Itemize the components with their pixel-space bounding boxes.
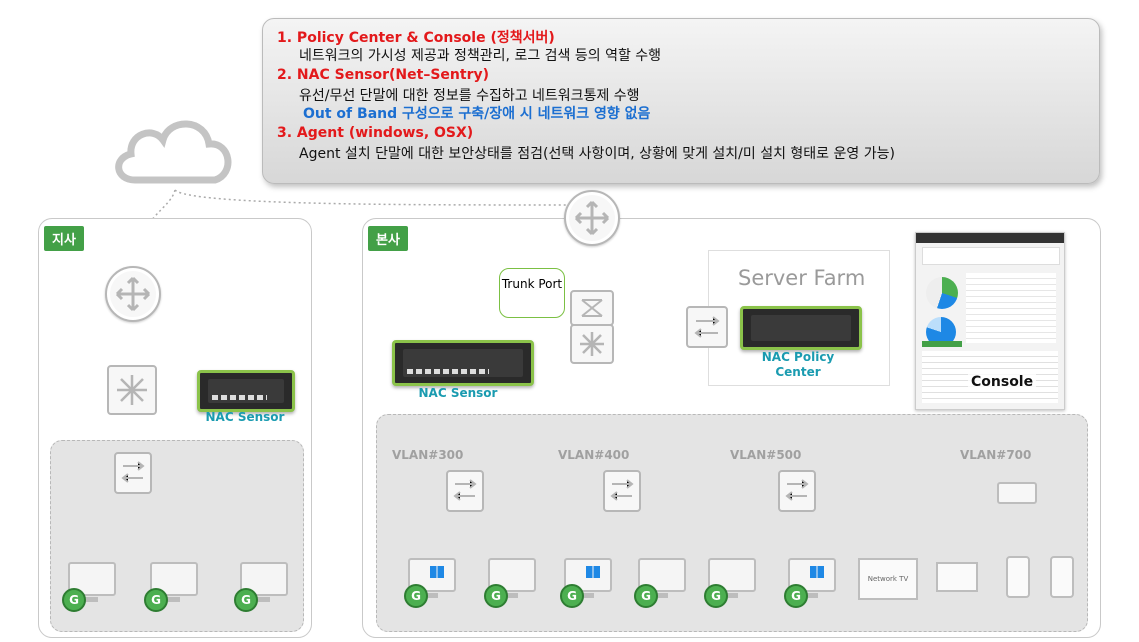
hq-router-icon — [564, 190, 620, 246]
item3-title: 3. Agent (windows, OSX) — [277, 125, 474, 141]
windows-icon — [810, 566, 824, 578]
branch-router-icon — [105, 266, 161, 322]
server-farm-switch-icon — [686, 306, 728, 348]
printer-icon — [936, 562, 978, 592]
agent-icon: G — [784, 584, 808, 608]
agent-icon: G — [560, 584, 584, 608]
vlan-label: VLAN#700 — [960, 448, 1032, 462]
hq-sensor-label: NAC Sensor — [418, 386, 498, 400]
item2-title: 2. NAC Sensor(Net–Sentry) — [277, 67, 490, 83]
policy-center-label: NAC Policy Center — [761, 350, 835, 379]
nac-policy-center-device — [740, 306, 862, 350]
agent-icon: G — [62, 588, 86, 612]
hq-client-area — [376, 414, 1088, 632]
vlan400-switch-icon — [603, 470, 641, 512]
branch-nac-sensor-device — [197, 370, 295, 412]
vlan500-switch-icon — [778, 470, 816, 512]
agent-icon: G — [704, 584, 728, 608]
item1-title: 1. Policy Center & Console (정책서버) — [277, 30, 555, 46]
server-farm-label: Server Farm — [738, 266, 866, 290]
item2-desc: 유선/무선 단말에 대한 정보를 수집하고 네트워크통제 수행 — [299, 88, 640, 104]
vlan300-switch-icon — [446, 470, 484, 512]
network-tv-icon: Network TV — [858, 558, 918, 600]
item3-desc: Agent 설치 단말에 대한 보안상태를 점검(선택 사항이며, 상황에 맞게… — [299, 146, 895, 162]
hq-tag: 본사 — [368, 226, 408, 251]
legend-box: 1. Policy Center & Console (정책서버) 네트워크의 … — [262, 18, 1100, 184]
vlan-label: VLAN#300 — [392, 448, 464, 462]
trunk-port-callout: Trunk Port — [499, 268, 565, 318]
hq-core-switch-icon — [570, 290, 614, 326]
item1-desc: 네트워크의 가시성 제공과 정책관리, 로그 검색 등의 역할 수행 — [299, 48, 662, 64]
windows-icon — [586, 566, 600, 578]
item2-note: Out of Band 구성으로 구축/장애 시 네트워크 영향 없음 — [303, 106, 651, 122]
console-label: Console — [968, 374, 1037, 390]
branch-l3-switch-icon — [107, 365, 157, 415]
agent-icon: G — [484, 584, 508, 608]
branch-sensor-label: NAC Sensor — [205, 410, 285, 424]
agent-icon: G — [634, 584, 658, 608]
vlan-label: VLAN#500 — [730, 448, 802, 462]
branch-pc-3-icon — [240, 562, 288, 602]
agent-icon: G — [234, 588, 258, 612]
branch-client-area — [50, 440, 304, 632]
hq-l3-switch-icon — [570, 324, 614, 364]
branch-tag: 지사 — [44, 226, 84, 251]
smartphone-icon — [1006, 556, 1030, 598]
cloud-icon — [115, 120, 232, 184]
console-screenshot — [915, 232, 1065, 410]
smartphone-icon — [1050, 556, 1074, 598]
wireless-ap-icon — [997, 482, 1037, 504]
windows-icon — [430, 566, 444, 578]
vlan-label: VLAN#400 — [558, 448, 630, 462]
branch-access-switch-icon — [114, 452, 152, 494]
agent-icon: G — [404, 584, 428, 608]
agent-icon: G — [144, 588, 168, 612]
hq-nac-sensor-device — [392, 340, 534, 386]
